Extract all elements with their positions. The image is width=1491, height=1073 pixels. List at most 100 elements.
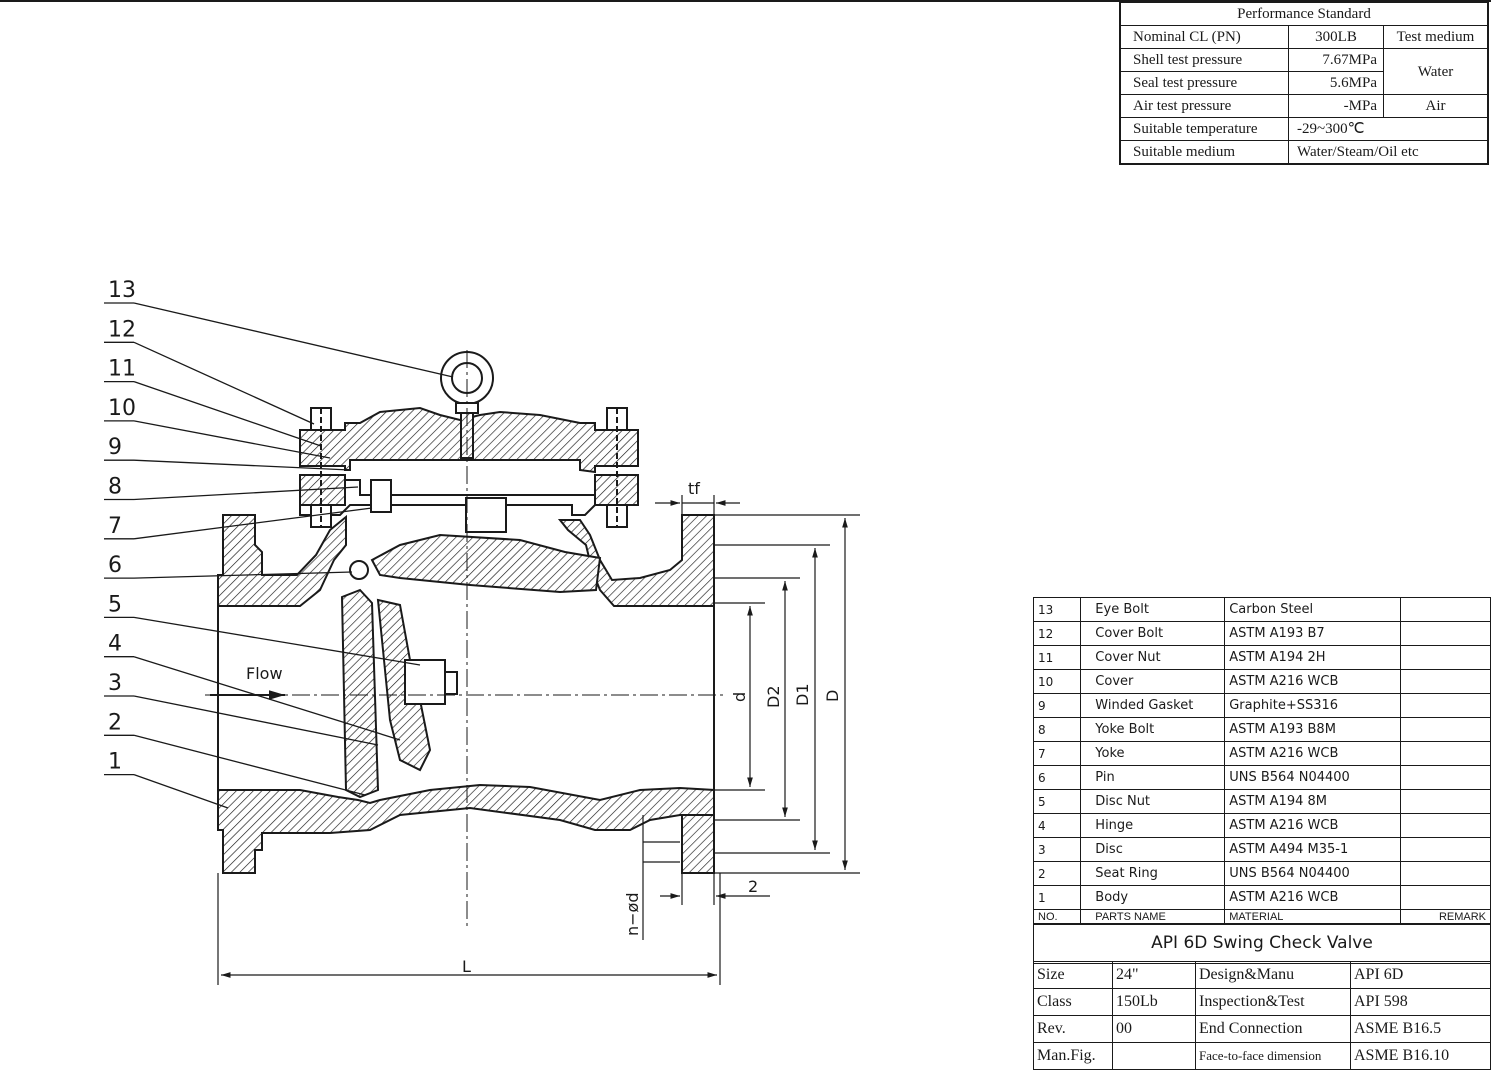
part-number: 11 xyxy=(1032,645,1082,670)
dim-L: L xyxy=(462,957,471,976)
dim-2: 2 xyxy=(748,877,758,896)
perf-label: Nominal CL (PN) xyxy=(1119,25,1289,49)
part-material: UNS B564 N04400 xyxy=(1224,765,1402,790)
header-remark: REMARK xyxy=(1400,909,1491,925)
info-key: Size xyxy=(1033,961,1113,989)
info-value: API 6D xyxy=(1350,961,1491,989)
part-name: Yoke Bolt xyxy=(1080,717,1226,742)
part-material: ASTM A194 8M xyxy=(1224,789,1402,814)
callout-number: 6 xyxy=(108,553,122,578)
part-name: Cover xyxy=(1080,669,1226,694)
part-material: ASTM A494 M35-1 xyxy=(1224,837,1402,862)
part-remark xyxy=(1400,693,1491,718)
part-material: ASTM A193 B7 xyxy=(1224,621,1402,646)
info-key: End Connection xyxy=(1195,1015,1351,1043)
part-material: UNS B564 N04400 xyxy=(1224,861,1402,886)
info-value: 00 xyxy=(1112,1015,1196,1043)
part-number: 8 xyxy=(1032,717,1082,742)
part-name: Winded Gasket xyxy=(1080,693,1226,718)
perf-label: Air test pressure xyxy=(1119,94,1289,118)
callout-leader xyxy=(133,341,315,425)
dim-tf: tf xyxy=(688,479,700,498)
perf-extra: Air xyxy=(1383,94,1489,118)
part-remark xyxy=(1400,741,1491,766)
part-number: 4 xyxy=(1032,813,1082,838)
info-value: 150Lb xyxy=(1112,988,1196,1016)
callout-number: 11 xyxy=(108,357,136,382)
performance-title: Performance Standard xyxy=(1119,2,1489,26)
drawing-title: API 6D Swing Check Valve xyxy=(1033,923,1491,964)
callout-leader xyxy=(133,695,379,746)
perf-extra: Test medium xyxy=(1383,25,1489,49)
info-value: API 598 xyxy=(1350,988,1491,1016)
part-number: 3 xyxy=(1032,837,1082,862)
info-table: Size 24" Design&Manu API 6D Class 150Lb … xyxy=(1033,961,1491,1070)
perf-label: Shell test pressure xyxy=(1119,48,1289,72)
part-number: 5 xyxy=(1032,789,1082,814)
part-name: Hinge xyxy=(1080,813,1226,838)
part-name: Pin xyxy=(1080,765,1226,790)
perf-extra: Water xyxy=(1383,48,1489,95)
part-name: Cover Nut xyxy=(1080,645,1226,670)
part-remark xyxy=(1400,669,1491,694)
dim-d1: D1 xyxy=(793,684,812,707)
part-number: 9 xyxy=(1032,693,1082,718)
callout-leader xyxy=(133,656,401,741)
perf-label: Seal test pressure xyxy=(1119,71,1289,95)
perf-value: 300LB xyxy=(1288,25,1384,49)
info-value: ASME B16.5 xyxy=(1350,1015,1491,1043)
part-remark xyxy=(1400,621,1491,646)
perf-value: -29~300℃ xyxy=(1288,117,1489,141)
callout-number: 1 xyxy=(108,750,122,775)
top-border-line xyxy=(0,0,1491,2)
callout-number: 10 xyxy=(108,396,136,421)
info-key: Class xyxy=(1033,988,1113,1016)
part-name: Eye Bolt xyxy=(1080,597,1226,622)
part-number: 7 xyxy=(1032,741,1082,766)
valve-body-section xyxy=(217,406,715,874)
part-number: 12 xyxy=(1032,621,1082,646)
part-name: Body xyxy=(1080,885,1226,910)
part-remark xyxy=(1400,765,1491,790)
part-material: Carbon Steel xyxy=(1224,597,1402,622)
part-remark xyxy=(1400,645,1491,670)
info-key: Inspection&Test xyxy=(1195,988,1351,1016)
info-value xyxy=(1112,1042,1196,1070)
info-value: 24" xyxy=(1112,961,1196,989)
callout-number: 9 xyxy=(108,435,122,460)
eye-bolt xyxy=(440,351,494,459)
perf-label: Suitable medium xyxy=(1119,140,1289,165)
perf-value: -MPa xyxy=(1288,94,1384,118)
part-remark xyxy=(1400,789,1491,814)
perf-label: Suitable temperature xyxy=(1119,117,1289,141)
callout-number: 3 xyxy=(108,671,122,696)
perf-value: 5.6MPa xyxy=(1288,71,1384,95)
part-material: ASTM A216 WCB xyxy=(1224,813,1402,838)
part-material: ASTM A216 WCB xyxy=(1224,885,1402,910)
part-remark xyxy=(1400,813,1491,838)
part-number: 6 xyxy=(1032,765,1082,790)
part-number: 10 xyxy=(1032,669,1082,694)
callout-leader xyxy=(133,302,454,378)
callout-number: 7 xyxy=(108,514,122,539)
part-material: Graphite+SS316 xyxy=(1224,693,1402,718)
part-material: ASTM A194 2H xyxy=(1224,645,1402,670)
part-number: 2 xyxy=(1032,861,1082,886)
part-number: 1 xyxy=(1032,885,1082,910)
part-name: Cover Bolt xyxy=(1080,621,1226,646)
part-material: ASTM A193 B8M xyxy=(1224,717,1402,742)
info-key: Face-to-face dimension xyxy=(1195,1042,1351,1070)
callout-number: 4 xyxy=(108,632,122,657)
part-remark xyxy=(1400,717,1491,742)
part-name: Disc Nut xyxy=(1080,789,1226,814)
dim-n-od: n−ød xyxy=(623,893,642,937)
